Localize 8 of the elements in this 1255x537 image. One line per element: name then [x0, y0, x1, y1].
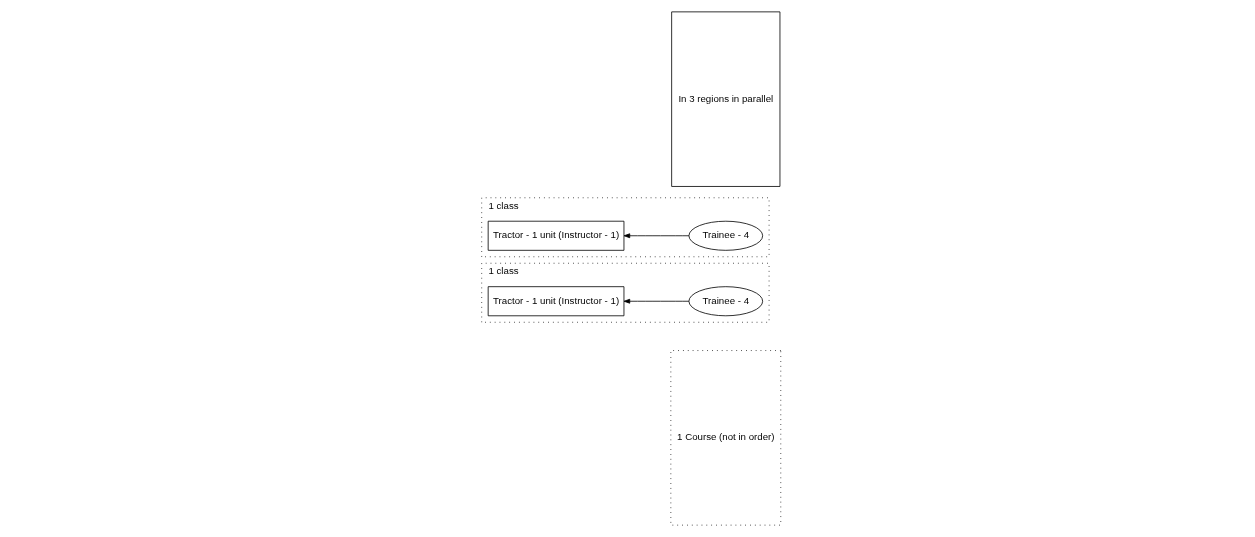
node-box: In 3 regions in parallel [670, 11, 780, 187]
arrow [623, 233, 689, 239]
node-box: Tractor - 1 unit (Instructor - 1) [487, 286, 624, 317]
node-ellipse: Trainee - 4 [688, 220, 763, 251]
node-ellipse: Trainee - 4 [688, 286, 763, 317]
node-box: Tractor - 1 unit (Instructor - 1) [487, 220, 624, 251]
arrow [623, 298, 689, 304]
node-box: 1 Course (not in order) [669, 350, 781, 526]
